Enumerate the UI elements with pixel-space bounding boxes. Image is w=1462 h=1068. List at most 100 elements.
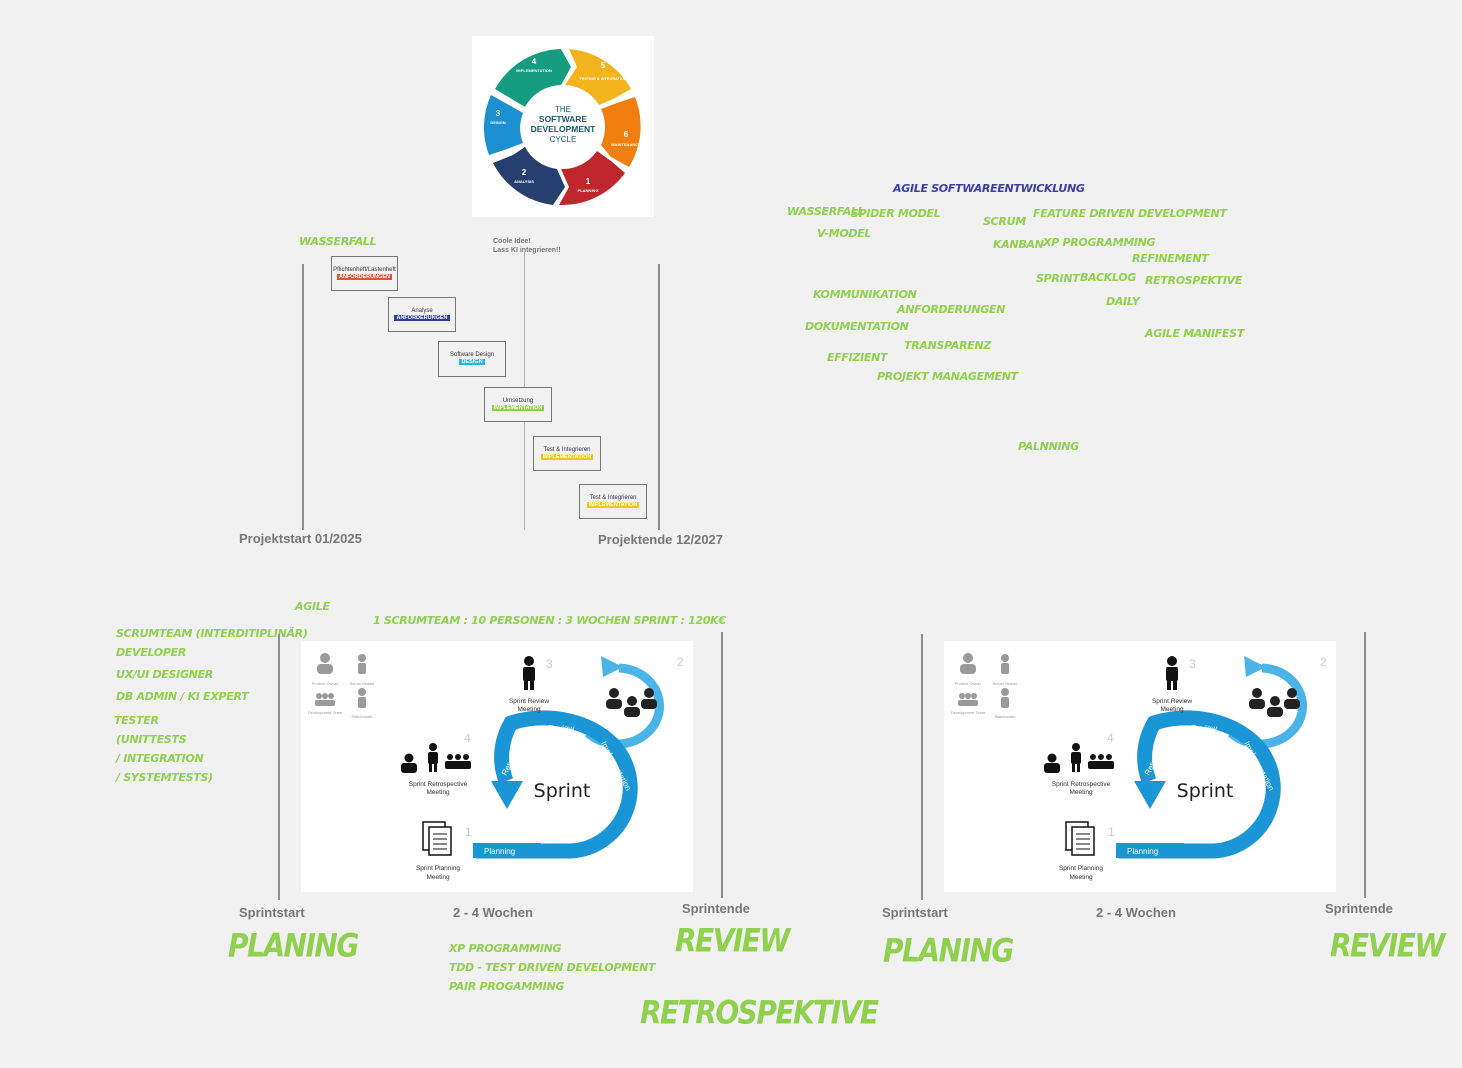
sprintstart-label: Sprintstart bbox=[239, 905, 305, 920]
review-big[interactable]: REVIEW bbox=[1330, 926, 1445, 965]
step-number-3: 3 bbox=[546, 657, 553, 671]
note-palnning[interactable]: PALNNING bbox=[1018, 440, 1079, 453]
step-title: Umsetzung bbox=[502, 398, 534, 404]
daily-team-icon bbox=[1249, 688, 1300, 717]
review-arc-label: Review bbox=[548, 724, 574, 733]
note-refinement[interactable]: REFINEMENT bbox=[1132, 252, 1209, 265]
team-item[interactable]: SCRUMTEAM (INTERDITIPLINÄR) bbox=[116, 627, 308, 640]
sprint-main-arc bbox=[1119, 735, 1281, 859]
note-scrum[interactable]: SCRUM bbox=[983, 215, 1026, 228]
note-wasserfall[interactable]: WASSERFALL bbox=[787, 205, 865, 218]
note-transparenz[interactable]: TRANSPARENZ bbox=[904, 339, 992, 352]
planning-meeting-line1: Sprint Planning bbox=[416, 865, 460, 872]
review-meeting-line2: Meeting bbox=[1160, 706, 1184, 713]
daily-scrum-label: Daily Scrum bbox=[1274, 656, 1312, 663]
planning-bar bbox=[473, 843, 541, 858]
waterfall-step[interactable]: Umsetzung IMPLEMENTATION bbox=[484, 387, 552, 422]
note-retrospektive[interactable]: RETROSPEKTIVE bbox=[1145, 274, 1243, 287]
step-tag: DESIGN bbox=[459, 359, 485, 365]
planning-bar-label: Planning bbox=[484, 847, 515, 856]
note-kommunikation[interactable]: KOMMUNIKATION bbox=[813, 288, 917, 301]
sprintstart-line bbox=[278, 634, 280, 900]
retro-meeting-line2: Meeting bbox=[426, 789, 450, 796]
practice-item[interactable]: TDD - TEST DRIVEN DEVELOPMENT bbox=[449, 961, 656, 974]
note-backlog[interactable]: BACKLOG bbox=[1080, 271, 1137, 284]
planning-doc-icon bbox=[422, 821, 452, 856]
retro-team-icon bbox=[401, 743, 471, 773]
note-daily[interactable]: DAILY bbox=[1106, 295, 1140, 308]
note-sprint[interactable]: SPRINT bbox=[1036, 272, 1080, 285]
seg4-num: 4 bbox=[532, 57, 537, 66]
team-item[interactable]: UX/UI DESIGNER bbox=[116, 668, 213, 681]
note-spider-model[interactable]: SPIDER MODEL bbox=[851, 207, 941, 220]
sprint-main-arc bbox=[476, 735, 638, 859]
planning-bar bbox=[1116, 843, 1184, 858]
step-tag: ANFORDERUNGEN bbox=[336, 274, 393, 280]
note-agile-heading[interactable]: AGILE SOFTWAREENTWICKLUNG bbox=[893, 182, 1085, 195]
role-stakeholder: Stakeholder bbox=[351, 714, 373, 719]
sprintende-label: Sprintende bbox=[1325, 901, 1393, 916]
team-item[interactable]: TESTER bbox=[114, 714, 159, 727]
review-person-icon bbox=[523, 656, 535, 690]
note-dokumentation[interactable]: DOKUMENTATION bbox=[805, 320, 909, 333]
retro-meeting-line2: Meeting bbox=[1069, 789, 1093, 796]
scrum-sprint-image[interactable]: Product Owner Scrum Master Development T… bbox=[301, 641, 693, 892]
retrospektive-big[interactable]: RETROSPEKTIVE bbox=[640, 993, 879, 1032]
sdlc-cycle-image[interactable]: THE SOFTWARE DEVELOPMENT CYCLE 4 IMPLEME… bbox=[472, 36, 654, 217]
team-item[interactable]: DEVELOPER bbox=[116, 646, 186, 659]
note-fdd[interactable]: FEATURE DRIVEN DEVELOPMENT bbox=[1033, 207, 1227, 220]
retro-meeting-line1: Sprint Retrospective bbox=[1052, 781, 1111, 788]
step-title: Software Design bbox=[449, 352, 495, 358]
team-item[interactable]: (UNITTESTS bbox=[116, 733, 187, 746]
sprint-center-label: Sprint bbox=[1177, 780, 1234, 802]
segment-planning bbox=[559, 151, 625, 206]
note-projekt-management[interactable]: PROJEKT MANAGEMENT bbox=[877, 370, 1018, 383]
waterfall-step[interactable]: Test & Integrieren IMPLEMENTATION bbox=[579, 484, 647, 519]
project-start-label: Projektstart 01/2025 bbox=[239, 531, 362, 546]
daily-arrow-icon bbox=[601, 656, 623, 677]
note-effizient[interactable]: EFFIZIENT bbox=[827, 351, 888, 364]
agile-formula[interactable]: 1 SCRUMTEAM : 10 PERSONEN : 3 WOCHEN SPR… bbox=[373, 614, 726, 627]
step-tag: IMPLEMENTATION bbox=[491, 405, 545, 411]
waterfall-step[interactable]: Pflichtenheft/Lastenheft ANFORDERUNGEN bbox=[331, 256, 398, 291]
note-xp[interactable]: XP PROGRAMMING bbox=[1043, 236, 1156, 249]
sprintende-line bbox=[1364, 632, 1366, 898]
planing-big[interactable]: PLANING bbox=[883, 931, 1014, 970]
role-product-owner: Product Owner bbox=[312, 681, 339, 686]
segment-implementation bbox=[495, 49, 571, 107]
sprint-duration-label: 2 - 4 Wochen bbox=[453, 905, 533, 920]
waterfall-step[interactable]: Test & Integrieren IMPLEMENTATION bbox=[533, 436, 601, 471]
team-item[interactable]: / SYSTEMTESTS) bbox=[116, 771, 213, 784]
sprintstart-line bbox=[921, 634, 923, 900]
step-number-2: 2 bbox=[1320, 655, 1327, 669]
review-meeting-line1: Sprint Review bbox=[1152, 698, 1192, 705]
practice-item[interactable]: PAIR PROGAMMING bbox=[449, 980, 565, 993]
scrum-sprint-image[interactable]: Product Owner Scrum Master Development T… bbox=[944, 641, 1336, 892]
practice-item[interactable]: XP PROGRAMMING bbox=[449, 942, 562, 955]
note-agile-manifest[interactable]: AGILE MANIFEST bbox=[1145, 327, 1245, 340]
planning-meeting-line2: Meeting bbox=[426, 874, 450, 881]
agile-title[interactable]: AGILE bbox=[295, 600, 330, 613]
scrum-sprint-diagram: Product Owner Scrum Master Development T… bbox=[951, 653, 1327, 881]
seg5-num: 5 bbox=[601, 61, 606, 70]
step-tag: ANFORDERUNGEN bbox=[394, 315, 450, 321]
daily-arrow-icon bbox=[1244, 656, 1266, 677]
planing-big[interactable]: PLANING bbox=[228, 926, 359, 965]
note-v-model[interactable]: V-MODEL bbox=[817, 227, 872, 240]
note-anforderungen[interactable]: ANFORDERUNGEN bbox=[897, 303, 1006, 316]
project-end-label: Projektende 12/2027 bbox=[598, 532, 724, 547]
seg6-label: MAINTENANCE bbox=[611, 142, 641, 147]
ki-note: Coole Idee! Lass KI integrieren!! bbox=[493, 237, 561, 255]
team-item[interactable]: DB ADMIN / KI EXPERT bbox=[116, 690, 249, 703]
sprint-upper-arc bbox=[494, 710, 614, 784]
waterfall-step[interactable]: Software Design DESIGN bbox=[438, 341, 506, 377]
seg5-label: TESTING & INTEGRATION bbox=[579, 77, 626, 81]
waterfall-step[interactable]: Analyse ANFORDERUNGEN bbox=[388, 297, 456, 332]
note-kanban[interactable]: KANBAN bbox=[993, 238, 1044, 251]
seg3-label: DESIGN bbox=[490, 120, 505, 125]
sprint-upper-arc bbox=[1137, 710, 1257, 784]
review-big[interactable]: REVIEW bbox=[675, 921, 790, 960]
team-item[interactable]: / INTEGRATION bbox=[116, 752, 204, 765]
seg4-label: IMPLEMENTATION bbox=[516, 68, 552, 73]
retro-team-icon bbox=[1044, 743, 1114, 773]
